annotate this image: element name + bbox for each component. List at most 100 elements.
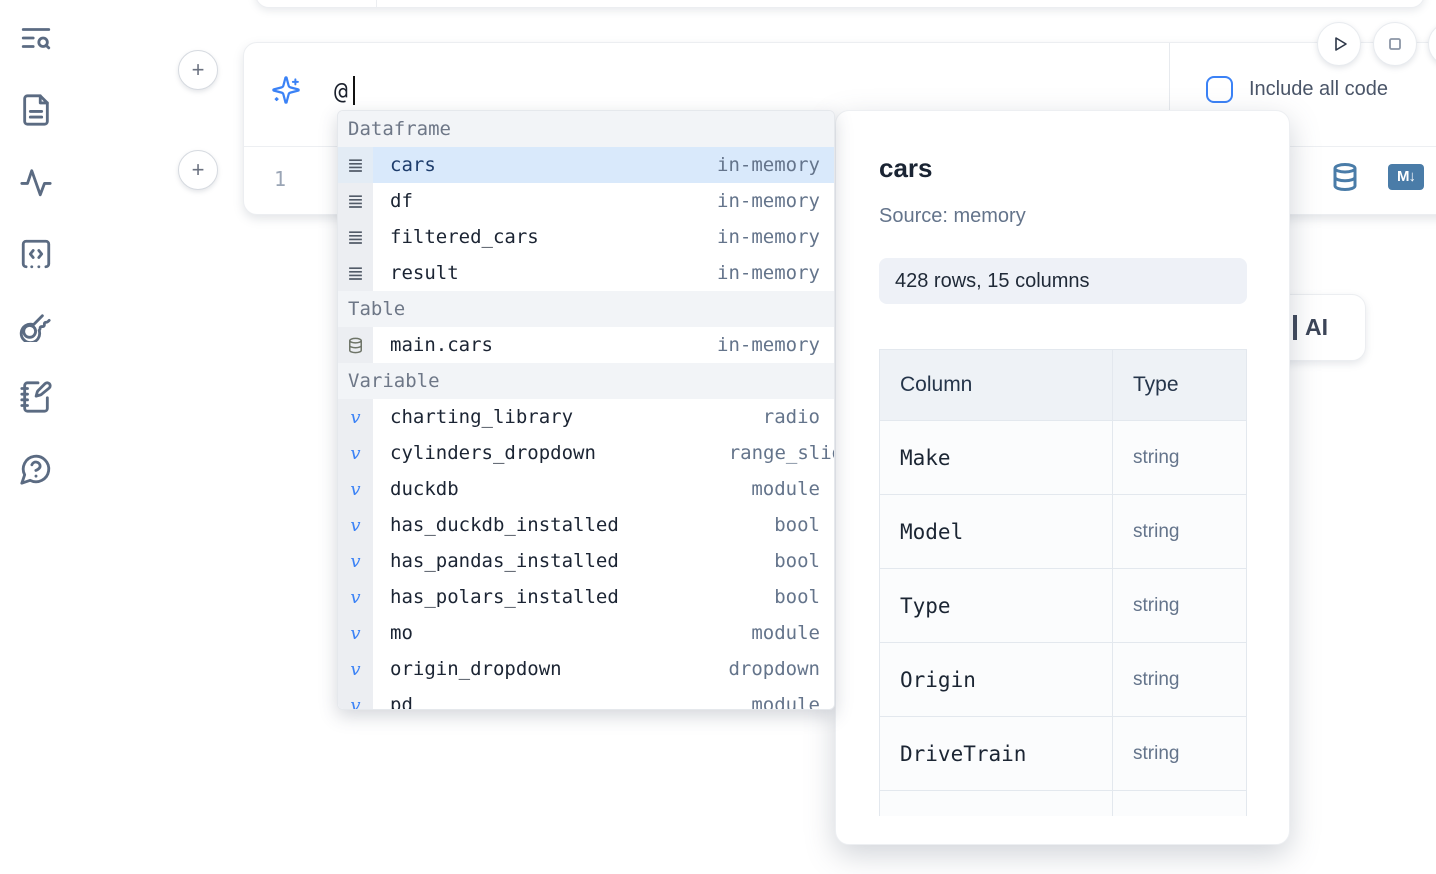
- autocomplete-popup: Dataframe cars in-memory df in-memory filtere…: [337, 110, 835, 710]
- include-all-code-checkbox[interactable]: [1206, 76, 1233, 103]
- list-search-icon[interactable]: [19, 21, 55, 57]
- autocomplete-section-header: Variable: [338, 363, 834, 399]
- type-header: Type: [1112, 349, 1247, 421]
- item-detail: in-memory: [717, 154, 820, 176]
- item-name: cylinders_dropdown: [390, 442, 596, 464]
- column-name: Model: [879, 494, 1113, 569]
- ai-prompt-input[interactable]: @: [334, 79, 348, 105]
- variable-icon: v: [338, 471, 373, 507]
- autocomplete-item[interactable]: main.cars in-memory: [338, 327, 834, 363]
- column-type: string: [1112, 494, 1247, 569]
- autocomplete-item[interactable]: cars in-memory: [338, 147, 834, 183]
- variable-icon: v: [338, 687, 373, 709]
- variable-icon: v: [338, 543, 373, 579]
- autocomplete-item[interactable]: v has_pandas_installed bool: [338, 543, 834, 579]
- play-icon: [1335, 37, 1347, 51]
- code-block-icon[interactable]: [19, 237, 55, 273]
- markdown-export-icon[interactable]: M↓: [1388, 164, 1424, 190]
- autocomplete-item[interactable]: v cylinders_dropdown range_slider: [338, 435, 834, 471]
- item-name: df: [390, 190, 413, 212]
- item-name: filtered_cars: [390, 226, 539, 248]
- autocomplete-list: Dataframe cars in-memory df in-memory filtere…: [338, 111, 834, 710]
- key-icon[interactable]: [19, 308, 55, 345]
- dataframe-rows-icon: [338, 183, 373, 219]
- column-name: Type: [879, 568, 1113, 643]
- notebook-pen-icon[interactable]: [19, 380, 55, 416]
- file-document-icon[interactable]: [19, 93, 55, 129]
- item-name: main.cars: [390, 334, 493, 356]
- previous-cell-divider: [376, 0, 377, 7]
- item-name: has_polars_installed: [390, 586, 619, 608]
- run-cell-button[interactable]: [1317, 22, 1361, 66]
- item-detail: module: [751, 622, 820, 644]
- item-detail: range_slider: [728, 442, 834, 464]
- item-detail: dropdown: [728, 658, 820, 680]
- preview-panel: cars Source: memory 428 rows, 15 columns…: [835, 110, 1290, 845]
- previous-cell-edge: [255, 0, 1425, 8]
- autocomplete-item[interactable]: v has_polars_installed bool: [338, 579, 834, 615]
- clipped-letter: [1293, 315, 1297, 340]
- autocomplete-item[interactable]: df in-memory: [338, 183, 834, 219]
- autocomplete-section-header: Table: [338, 291, 834, 327]
- variable-icon: v: [338, 615, 373, 651]
- stop-cell-button[interactable]: [1373, 22, 1417, 66]
- activity-icon[interactable]: [19, 165, 55, 201]
- table-database-icon: [338, 327, 373, 363]
- prompt-divider: [1169, 43, 1170, 146]
- variable-icon: v: [338, 651, 373, 687]
- item-detail: module: [751, 478, 820, 500]
- sidebar: [0, 0, 72, 874]
- include-all-code-label: Include all code: [1249, 78, 1388, 100]
- add-cell-above-button[interactable]: +: [178, 50, 218, 90]
- column-type: string: [1112, 420, 1247, 495]
- item-name: charting_library: [390, 406, 574, 428]
- item-detail: in-memory: [717, 334, 820, 356]
- item-name: has_pandas_installed: [390, 550, 619, 572]
- item-detail: bool: [774, 514, 820, 536]
- autocomplete-item[interactable]: result in-memory: [338, 255, 834, 291]
- ai-button-label: AI: [1305, 314, 1328, 340]
- column-type: string: [1112, 642, 1247, 717]
- column-type: string: [1112, 716, 1247, 791]
- ai-prompt-row: @ Include all code: [244, 43, 1436, 146]
- sparkles-icon: [272, 76, 300, 104]
- text-cursor: [353, 76, 355, 105]
- column-name: DriveTrain: [879, 716, 1113, 791]
- column-name: [879, 790, 1113, 816]
- item-detail: bool: [774, 550, 820, 572]
- variable-icon: v: [338, 579, 373, 615]
- database-icon[interactable]: [1330, 161, 1360, 193]
- column-name: Origin: [879, 642, 1113, 717]
- item-detail: in-memory: [717, 262, 820, 284]
- schema-row: [879, 790, 1247, 816]
- add-cell-below-button[interactable]: +: [178, 150, 218, 190]
- item-name: duckdb: [390, 478, 459, 500]
- item-name: cars: [390, 154, 436, 176]
- column-type: string: [1112, 568, 1247, 643]
- item-detail: bool: [774, 586, 820, 608]
- autocomplete-section-header: Dataframe: [338, 111, 834, 147]
- item-name: result: [390, 262, 459, 284]
- column-name: Make: [879, 420, 1113, 495]
- dataframe-rows-icon: [338, 255, 373, 291]
- help-chat-icon[interactable]: [19, 452, 55, 488]
- item-name: pd: [390, 694, 413, 710]
- variable-icon: v: [338, 435, 373, 471]
- column-header: Column: [879, 349, 1113, 421]
- square-stop-icon: [1389, 38, 1401, 50]
- item-detail: in-memory: [717, 190, 820, 212]
